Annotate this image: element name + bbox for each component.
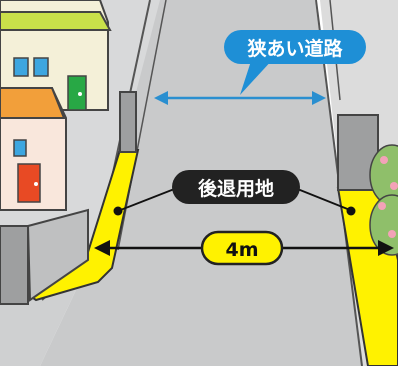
setback-label-pill — [172, 170, 300, 204]
setback-pointers — [113, 185, 356, 216]
width-label: 4m — [225, 239, 258, 261]
house-top — [0, 0, 112, 111]
right-hedge — [369, 144, 398, 256]
house-bottom — [0, 87, 67, 211]
width-label-pill — [200, 230, 284, 266]
left-gate-post — [119, 91, 137, 153]
road-width-arrow — [154, 91, 326, 105]
left-wall-block — [0, 225, 29, 305]
narrow-road-callout — [224, 30, 366, 95]
setback-land-label: 後退用地 — [198, 177, 274, 200]
left-wall — [26, 208, 89, 302]
narrow-road-label: 狭あい道路 — [246, 37, 343, 60]
